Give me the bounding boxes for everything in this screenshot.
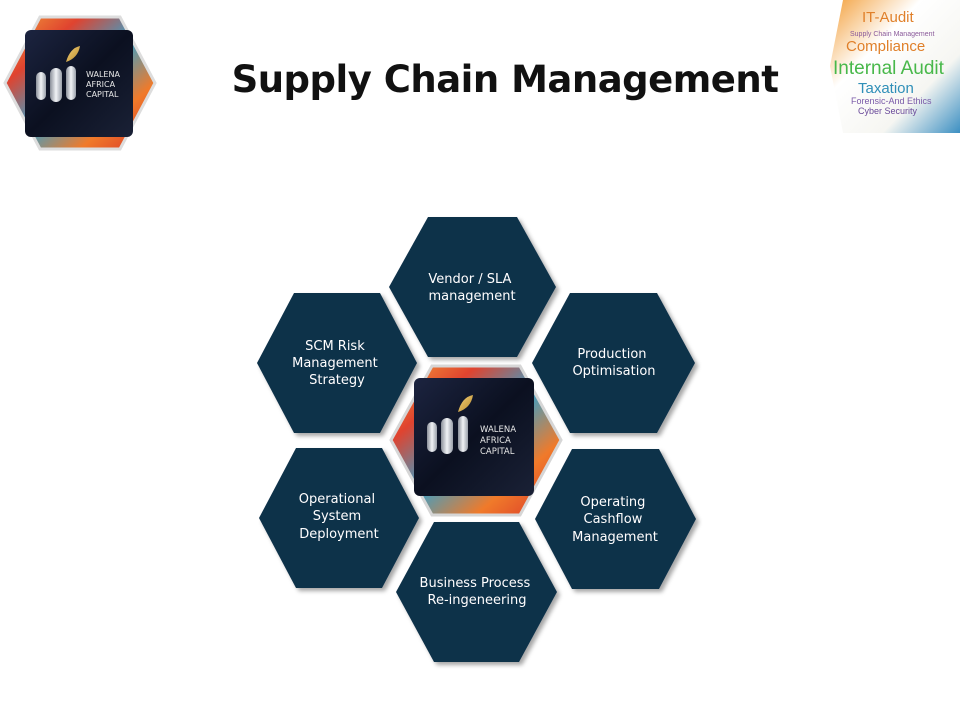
logo-text-line1: WALENA	[86, 70, 120, 79]
cloud-word-forensic: Forensic-And Ethics	[851, 96, 932, 106]
cloud-word-compliance: Compliance	[846, 38, 925, 55]
hex-vendor-sla-label: Vendor / SLA management	[428, 272, 515, 304]
hex-production: Production Optimisation	[532, 293, 695, 433]
logo-text-line3: CAPITAL	[86, 90, 119, 99]
center-logo-text-line2: AFRICA	[480, 436, 511, 446]
cloud-word-internal-audit: Internal Audit	[833, 58, 945, 79]
center-logo-text-line1: WALENA	[480, 425, 516, 435]
logo-mark-icon	[36, 46, 80, 102]
hex-scm-risk: SCM Risk Management Strategy	[257, 293, 417, 433]
hex-operational-system: Operational System Deployment	[259, 448, 419, 588]
hex-business-process-label: Business Process Re-ingeneering	[420, 576, 535, 608]
center-logo: WALENA AFRICA CAPITAL	[389, 364, 563, 517]
cloud-word-taxation: Taxation	[858, 80, 914, 97]
corner-logo: WALENA AFRICA CAPITAL	[3, 15, 157, 151]
hex-business-process: Business Process Re-ingeneering	[396, 522, 557, 662]
hex-operating-cashflow: Operating Cashflow Management	[535, 449, 696, 589]
page-title: Supply Chain Management	[231, 58, 779, 101]
hex-vendor-sla: Vendor / SLA management	[389, 217, 556, 357]
logo-text-line2: AFRICA	[86, 80, 116, 89]
cloud-word-cyber: Cyber Security	[858, 106, 918, 116]
hex-scm-risk-label: SCM Risk Management Strategy	[292, 339, 382, 388]
center-logo-mark-icon	[427, 395, 473, 454]
word-cloud-image: IT-Audit Supply Chain Management Complia…	[830, 0, 960, 133]
hex-operating-cashflow-label: Operating Cashflow Management	[572, 495, 658, 545]
cloud-word-it-audit: IT-Audit	[862, 9, 915, 26]
cloud-word-scm: Supply Chain Management	[850, 31, 934, 38]
center-logo-text-line3: CAPITAL	[480, 447, 515, 457]
hex-cluster: Vendor / SLA management SCM Risk Managem…	[257, 217, 696, 662]
hex-production-label: Production Optimisation	[572, 347, 655, 379]
hex-operational-system-label: Operational System Deployment	[299, 492, 379, 542]
